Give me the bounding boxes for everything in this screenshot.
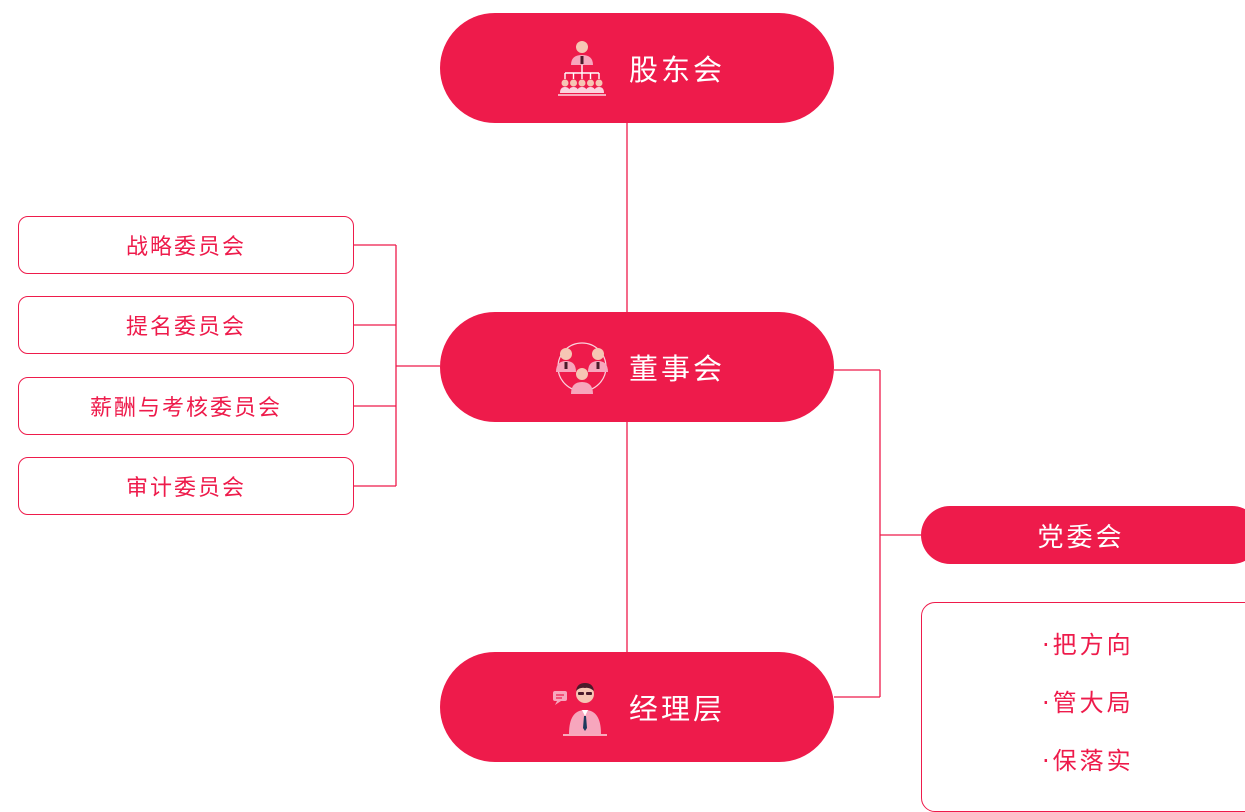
board-node: 董事会 bbox=[440, 312, 834, 422]
party-committee-label: 党委会 bbox=[1037, 522, 1125, 553]
shareholders-node: 股东会 bbox=[440, 13, 834, 123]
group-people-icon bbox=[555, 342, 608, 394]
connector-lines bbox=[354, 122, 921, 698]
management-node: 经理层 bbox=[440, 652, 834, 762]
committee-compensation: 薪酬与考核委员会 bbox=[18, 377, 354, 435]
shareholders-label: 股东会 bbox=[628, 53, 725, 87]
committee-nomination: 提名委员会 bbox=[18, 296, 354, 354]
duty-list: ·把方向 ·管大局 ·保落实 bbox=[1042, 627, 1134, 801]
manager-speaking-icon bbox=[552, 683, 607, 736]
hierarchy-people-icon bbox=[557, 41, 606, 96]
management-label: 经理层 bbox=[628, 692, 725, 726]
party-committee-node: 党委会 bbox=[921, 506, 1245, 564]
duty-item: ·把方向 bbox=[1042, 631, 1134, 659]
committee-label: 审计委员会 bbox=[125, 476, 246, 501]
committee-label: 薪酬与考核委员会 bbox=[89, 396, 282, 421]
duty-item: ·保落实 bbox=[1042, 747, 1134, 775]
committee-label: 提名委员会 bbox=[125, 315, 246, 340]
party-duties-box: ·把方向 ·管大局 ·保落实 bbox=[921, 602, 1245, 812]
duty-item: ·管大局 bbox=[1042, 689, 1134, 717]
committee-label: 战略委员会 bbox=[125, 235, 246, 260]
board-label: 董事会 bbox=[628, 352, 725, 386]
committee-audit: 审计委员会 bbox=[18, 457, 354, 515]
committee-strategy: 战略委员会 bbox=[18, 216, 354, 274]
